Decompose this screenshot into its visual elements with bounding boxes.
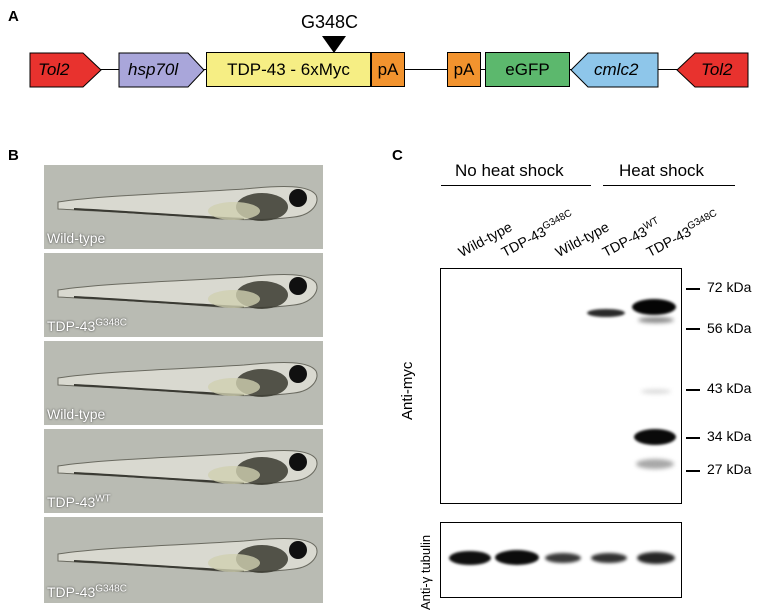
blot-band	[638, 317, 674, 323]
tol2-right-element	[676, 52, 749, 88]
blot-band	[587, 309, 625, 317]
blot-band	[637, 552, 675, 564]
anti-myc-label: Anti-myc	[399, 361, 416, 420]
blot-band	[495, 550, 539, 565]
anti-tubulin-label: Anti-γ tubulin	[418, 534, 433, 610]
zebrafish-larva-image: TDP-43G348C	[44, 253, 323, 337]
zebrafish-larva-icon	[57, 450, 318, 485]
tol2-left-element	[29, 52, 102, 88]
marker-tick	[686, 389, 700, 391]
marker-tick	[686, 288, 700, 290]
group-heat-shock: Heat shock	[619, 161, 705, 180]
anti-tubulin-blot	[440, 522, 682, 598]
egfp-box: eGFP	[485, 52, 570, 87]
pa-box-2: pA	[447, 52, 481, 87]
anti-myc-blot	[440, 268, 682, 504]
marker-label: 27 kDa	[707, 461, 752, 477]
blot-band	[636, 459, 674, 469]
tol2-right-label: Tol2	[701, 60, 733, 79]
marker-tick	[686, 470, 700, 472]
blot-band	[641, 389, 671, 394]
cmlc2-label: cmlc2	[594, 60, 639, 79]
marker-tick	[686, 328, 700, 330]
tdp43-myc-box: TDP-43 - 6xMyc	[206, 52, 371, 87]
blot-band	[634, 429, 676, 445]
zebrafish-larva-image: Wild-type	[44, 341, 323, 425]
zebrafish-larva-image: TDP-43WT	[44, 429, 323, 513]
pa-box-1: pA	[371, 52, 405, 87]
zebrafish-larva-image: Wild-type	[44, 165, 323, 249]
zebrafish-larva-icon	[57, 186, 318, 221]
zebrafish-larva-icon	[57, 362, 318, 397]
panel-a-letter: A	[8, 8, 19, 25]
fish-label: Wild-type	[47, 406, 106, 422]
fish-label: TDP-43WT	[47, 493, 111, 510]
panel-b-letter: B	[8, 147, 19, 164]
cmlc2-promoter	[570, 52, 659, 88]
hsp70l-promoter	[118, 52, 205, 88]
marker-label: 72 kDa	[707, 279, 752, 295]
zebrafish-larva-image: TDP-43G348C	[44, 517, 323, 603]
group-heat-underline	[603, 185, 735, 186]
hsp70l-label: hsp70l	[128, 60, 179, 79]
fish-label: Wild-type	[47, 230, 106, 246]
blot-band	[449, 551, 491, 565]
group-no-heat-shock: No heat shock	[455, 161, 564, 180]
zebrafish-larva-icon	[57, 274, 318, 309]
blot-band	[545, 553, 581, 563]
marker-label: 34 kDa	[707, 428, 752, 444]
blot-band	[591, 553, 627, 563]
marker-label: 43 kDa	[707, 380, 752, 396]
group-no-heat-underline	[441, 185, 591, 186]
marker-label: 56 kDa	[707, 320, 752, 336]
zebrafish-larva-icon	[57, 538, 318, 573]
mutation-label: G348C	[301, 12, 359, 32]
mutation-arrow-icon	[322, 36, 346, 53]
fish-label: TDP-43G348C	[47, 317, 127, 334]
tol2-left-label: Tol2	[38, 60, 70, 79]
fish-label: TDP-43G348C	[47, 583, 127, 600]
marker-tick	[686, 437, 700, 439]
panel-c-letter: C	[392, 147, 403, 164]
blot-band	[632, 299, 676, 315]
